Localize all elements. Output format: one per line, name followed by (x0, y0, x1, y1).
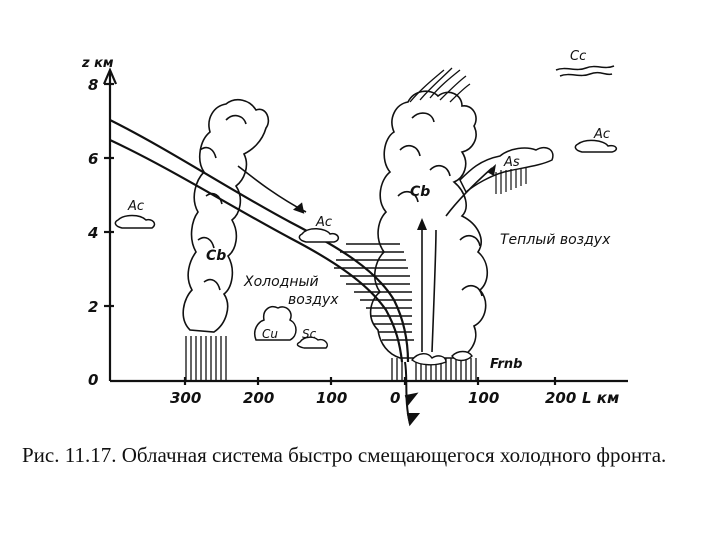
label-cb-cold: Cb (206, 248, 226, 264)
x-tick-0: 0 (390, 389, 400, 407)
x-tick-200: 200 (243, 389, 274, 407)
label-warm-air: Теплый воздух (500, 232, 611, 248)
label-cold-air-1: Холодный (243, 274, 319, 290)
cold-front-symbol (404, 361, 421, 427)
x-tick-200-right: 200 (545, 389, 576, 407)
x-tick-100-right: 100 (468, 389, 499, 407)
cc-streaks (555, 65, 615, 77)
l-axis-label: L км (582, 389, 619, 407)
x-tick-300: 300 (170, 389, 201, 407)
warm-cb-anvil (409, 67, 471, 103)
label-ac-upper-right: Ac (593, 127, 610, 142)
cold-cb-precipitation (185, 336, 227, 380)
y-tick-0: 0 (88, 371, 98, 389)
y-tick-4: 4 (87, 224, 98, 242)
label-ac-middle: Ac (315, 215, 332, 230)
ac-middle-cloudlet (298, 228, 340, 243)
cu-cloud (253, 306, 297, 341)
frnb-fragments (411, 350, 473, 366)
label-sc: Sc (302, 327, 317, 341)
ac-cloudlets (114, 139, 618, 243)
label-cb-warm: Cb (410, 184, 430, 200)
as-precipitation (495, 168, 527, 194)
z-axis-arrow (102, 67, 118, 85)
arrow-updraft-2 (431, 229, 437, 353)
arrow-to-as (445, 167, 493, 217)
frontal-zone-hatching (334, 243, 414, 341)
warm-cb-precipitation (391, 358, 477, 380)
y-tick-8: 8 (88, 76, 98, 94)
x-tick-100-left: 100 (316, 389, 347, 407)
label-cold-air-2: воздух (288, 292, 339, 308)
cold-cb-cloud (182, 98, 270, 333)
label-frnb: Frnb (490, 357, 522, 372)
label-cu: Cu (262, 327, 278, 341)
label-as: As (503, 155, 520, 170)
figure-caption: Рис. 11.17. Облачная система быстро смещ… (22, 443, 667, 467)
sc-cloud (296, 336, 328, 349)
y-tick-6: 6 (88, 150, 98, 168)
label-ac-left: Ac (127, 199, 144, 214)
ac-left-cloudlet (114, 214, 156, 229)
axes (102, 67, 628, 385)
ac-right-cloudlet (574, 139, 618, 153)
arrow-cb-to-ac (237, 165, 307, 213)
cold-front-cloud-diagram: z км 8 6 4 2 0 300 200 100 0 100 200 L к… (81, 49, 628, 427)
label-cc: Cc (570, 49, 586, 64)
warm-cb-cloud (369, 90, 489, 359)
z-axis-label: z км (81, 56, 114, 71)
y-tick-2: 2 (88, 298, 98, 316)
